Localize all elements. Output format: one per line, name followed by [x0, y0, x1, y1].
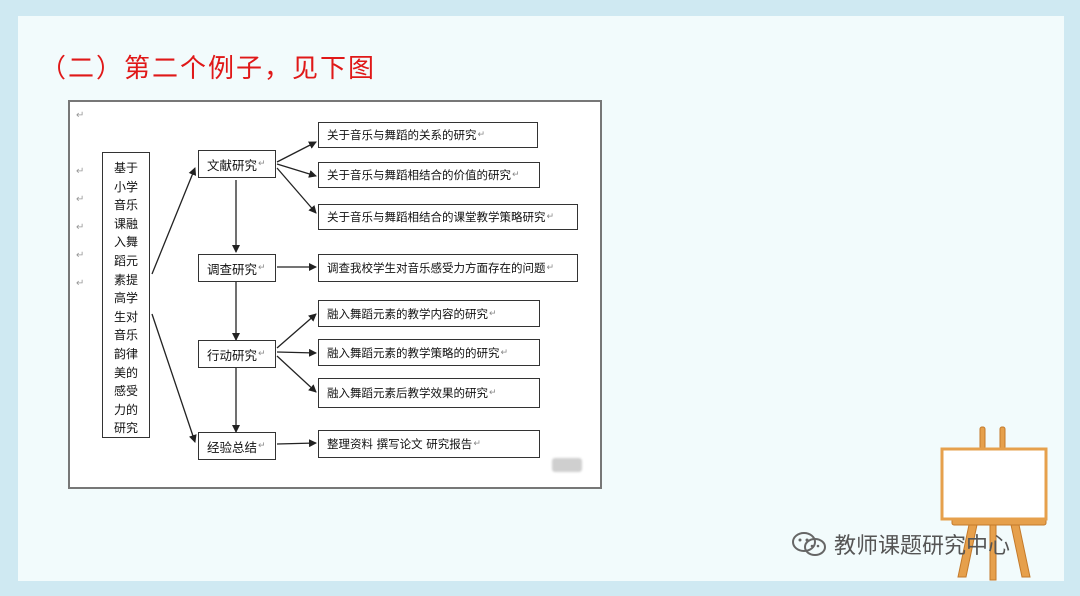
return-mark: ↵: [473, 439, 481, 449]
title-line: 蹈元: [113, 253, 138, 268]
paragraph-mark: ↵: [76, 222, 85, 233]
item-label: 融入舞蹈元素的教学策略的的研究: [327, 345, 500, 360]
title-line: 入舞: [113, 235, 138, 250]
document-figure: ↵ ↵ ↵ ↵ ↵ ↵: [68, 100, 602, 489]
return-mark: ↵: [258, 349, 266, 359]
item-box: 融入舞蹈元素的教学内容的研究↵: [318, 300, 540, 327]
title-line: 课融: [113, 216, 138, 231]
item-label: 整理资料 撰写论文 研究报告: [327, 437, 473, 451]
account-name: 教师课题研究中心: [834, 534, 1011, 559]
return-mark: ↵: [258, 441, 266, 451]
item-label: 融入舞蹈元素的教学内容的研究: [327, 306, 488, 321]
title-line: 生对: [113, 309, 138, 324]
paragraph-mark: ↵: [76, 250, 85, 261]
stage-label: 行动研究: [207, 347, 258, 363]
return-mark: ↵: [489, 308, 497, 319]
title-line: 音乐: [113, 198, 138, 213]
return-mark: ↵: [258, 263, 266, 273]
title-line: 力的: [113, 402, 138, 417]
connector-arrows: [151, 141, 317, 448]
diagram-title-box: 基于 小学 音乐 课融 入舞 蹈元 素提 高学 生对 音乐 韵律 美的 感受 力…: [102, 152, 150, 438]
section-heading: （二）第二个例子，见下图: [40, 54, 377, 84]
account-footer: 教师课题研究中心: [790, 528, 1010, 560]
easel-icon: [940, 426, 1048, 581]
return-mark: ↵: [546, 263, 555, 273]
paragraph-mark: ↵: [76, 110, 85, 121]
item-box: 关于音乐与舞蹈相结合的课堂教学策略研究↵: [318, 204, 578, 230]
wechat-icon: [792, 532, 826, 556]
return-mark: ↵: [489, 388, 497, 398]
title-line: 素提: [113, 272, 138, 287]
item-box: 关于音乐与舞蹈的关系的研究↵: [318, 122, 538, 148]
return-mark: ↵: [512, 170, 520, 180]
item-label: 关于音乐与舞蹈的关系的研究: [327, 128, 477, 142]
title-line: 音乐: [113, 328, 138, 343]
title-line: 研究: [113, 421, 138, 436]
item-box: 调查我校学生对音乐感受力方面存在的问题↵: [318, 254, 578, 282]
item-label: 融入舞蹈元素后教学效果的研究: [327, 386, 488, 400]
stage-action: 行动研究↵: [198, 340, 276, 368]
return-mark: ↵: [477, 130, 486, 140]
stage-label: 经验总结: [207, 439, 258, 455]
stage-survey: 调查研究↵: [198, 254, 276, 282]
item-label: 调查我校学生对音乐感受力方面存在的问题: [327, 261, 546, 275]
item-label: 关于音乐与舞蹈相结合的课堂教学策略研究: [327, 210, 546, 224]
return-mark: ↵: [258, 159, 266, 169]
title-line: 韵律: [113, 346, 138, 361]
item-label: 关于音乐与舞蹈相结合的价值的研究: [327, 168, 511, 182]
item-box: 融入舞蹈元素后教学效果的研究↵: [318, 378, 540, 408]
title-line: 感受: [113, 384, 138, 399]
title-line: 高学: [113, 291, 138, 306]
item-box: 关于音乐与舞蹈相结合的价值的研究↵: [318, 162, 540, 188]
blurred-watermark: [552, 458, 582, 472]
return-mark: ↵: [546, 212, 555, 222]
stage-summary: 经验总结↵: [198, 432, 276, 460]
stage-label: 文献研究: [207, 157, 258, 173]
paragraph-mark: ↵: [76, 194, 85, 205]
item-box: 整理资料 撰写论文 研究报告↵: [318, 430, 540, 458]
title-line: 美的: [113, 365, 138, 380]
title-line: 基于: [113, 161, 138, 175]
title-line: 小学: [113, 179, 138, 194]
stage-label: 调查研究: [207, 261, 258, 277]
return-mark: ↵: [500, 347, 509, 358]
stage-literature: 文献研究↵: [198, 150, 276, 178]
paragraph-mark: ↵: [76, 278, 85, 289]
item-box: 融入舞蹈元素的教学策略的的研究↵: [318, 339, 540, 366]
paragraph-mark: ↵: [76, 166, 85, 177]
